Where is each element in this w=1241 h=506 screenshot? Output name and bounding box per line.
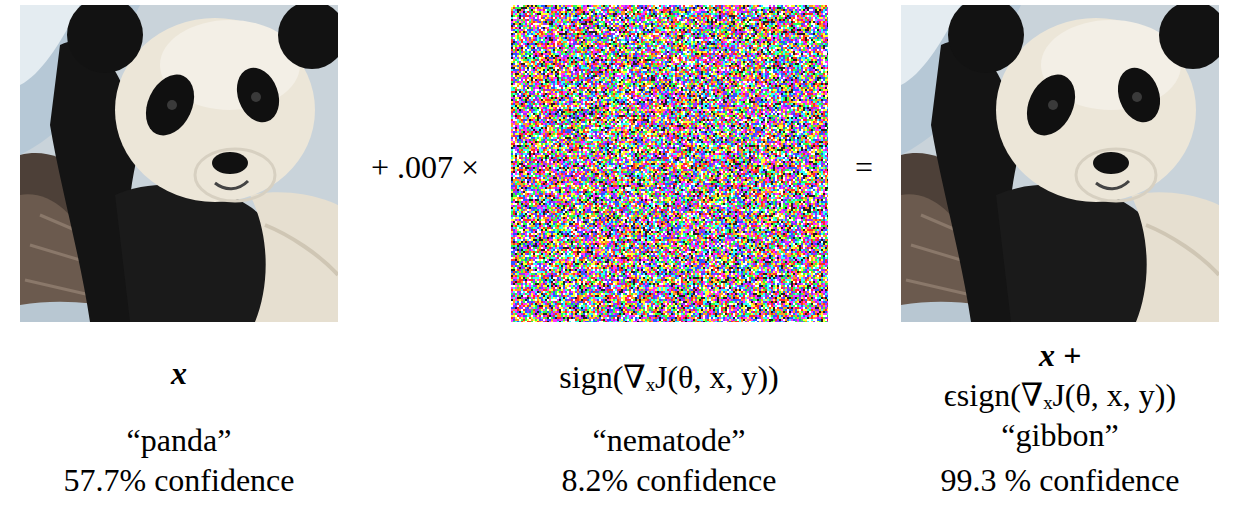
confidence-label: 8.2% confidence bbox=[561, 463, 776, 498]
input-symbol: x + bbox=[1039, 338, 1081, 373]
operator-label: + .007 × bbox=[371, 150, 479, 185]
confidence-label: 99.3 % confidence bbox=[940, 463, 1179, 498]
input-symbol: x bbox=[171, 356, 187, 391]
class-label: “panda” bbox=[127, 423, 232, 458]
confidence-label: 57.7% confidence bbox=[63, 463, 294, 498]
perturbation-formula: sign(∇ₓJ(θ, x, y)) bbox=[559, 360, 778, 395]
noise-image bbox=[511, 5, 828, 322]
adversarial-panda-image bbox=[901, 5, 1219, 322]
panda-image bbox=[20, 5, 338, 322]
class-label: “nematode” bbox=[593, 423, 746, 458]
class-label: “gibbon” bbox=[1001, 418, 1118, 453]
perturbation-formula: ϵsign(∇ₓJ(θ, x, y)) bbox=[944, 378, 1176, 413]
equals-sign: = bbox=[855, 150, 873, 185]
